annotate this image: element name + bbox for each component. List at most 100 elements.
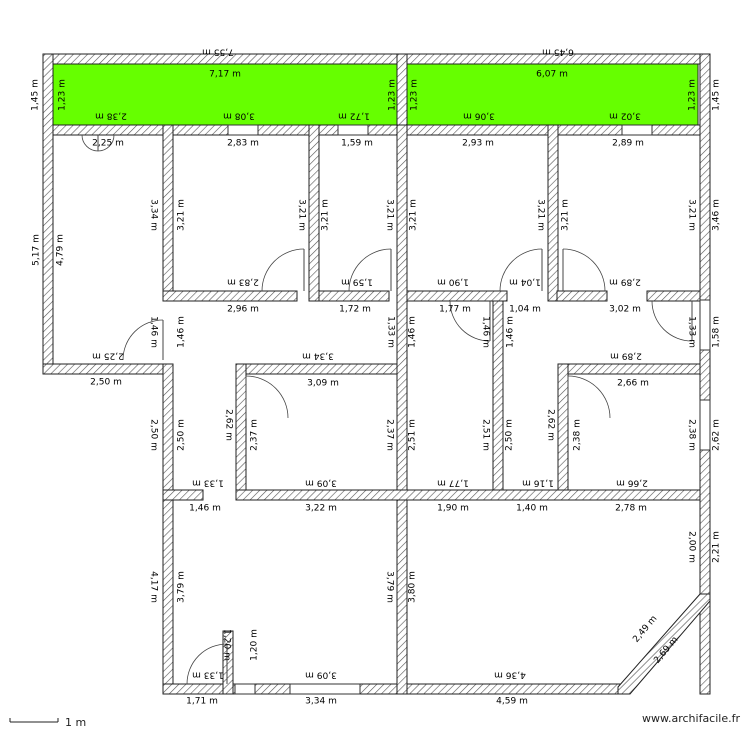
dimension-label: 2,83 m	[227, 277, 259, 287]
dimension-label: 1,71 m	[186, 697, 218, 707]
wall	[396, 124, 408, 695]
door-swing	[651, 300, 693, 342]
dimension-label: 1,77 m	[439, 305, 471, 315]
green-terrace-right	[406, 63, 699, 126]
dimension-label: 2,37 m	[250, 419, 260, 451]
wall	[557, 363, 569, 501]
dimension-label: 1,23 m	[58, 79, 68, 111]
dimension-label: 3,79 m	[177, 571, 187, 603]
door-swing	[449, 300, 491, 342]
wall	[556, 290, 608, 302]
dimension-label: 2,89 m	[609, 277, 641, 287]
wall	[492, 300, 504, 492]
dimension-label: 1,46 m	[189, 504, 221, 514]
dimension-label: 2,51 m	[408, 419, 418, 451]
window	[289, 683, 361, 695]
dimension-label: 1,33 m	[687, 316, 697, 348]
wall	[42, 363, 174, 375]
dimension-label: 2,37 m	[385, 419, 395, 451]
dimension-label: 2,66 m	[617, 379, 649, 389]
dimension-label: 2,51 m	[481, 419, 491, 451]
watermark: www.archifacile.fr	[642, 712, 740, 725]
dimension-label: 3,09 m	[305, 478, 337, 488]
dimension-label: 3,79 m	[385, 571, 395, 603]
dimension-label: 1,20 m	[250, 629, 260, 661]
dimension-label: 1,72 m	[339, 305, 371, 315]
door-swing	[97, 134, 115, 152]
dimension-label: 3,21 m	[536, 199, 546, 231]
dimension-label: 1,23 m	[688, 79, 698, 111]
dimension-label: 2,96 m	[227, 305, 259, 315]
window	[621, 124, 653, 136]
window	[337, 124, 369, 136]
dimension-label: 3,34 m	[305, 697, 337, 707]
dimension-label: 1,16 m	[522, 478, 554, 488]
dimension-label: 2,62 m	[712, 419, 722, 451]
dimension-label: 7,55 m	[202, 47, 234, 57]
dimension-label: 1,72 m	[338, 111, 370, 121]
window	[699, 299, 711, 351]
dimension-label: 1,45 m	[712, 79, 722, 111]
dimension-label: 1,04 m	[509, 305, 541, 315]
dimension-label: 3,09 m	[307, 379, 339, 389]
dimension-label: 4,59 m	[496, 697, 528, 707]
dimension-label: 1,46 m	[481, 316, 491, 348]
dimension-label: 3,02 m	[609, 111, 641, 121]
dimension-label: 1,90 m	[437, 504, 469, 514]
dimension-label: 4,36 m	[494, 670, 526, 680]
dimension-label: 2,38 m	[687, 419, 697, 451]
wall	[42, 53, 54, 375]
dimension-label: 3,34 m	[149, 199, 159, 231]
door-swing	[122, 319, 164, 361]
wall	[547, 124, 559, 302]
dimension-label: 3,21 m	[321, 199, 331, 231]
dimension-label: 1,46 m	[177, 316, 187, 348]
wall	[162, 363, 174, 695]
dimension-label: 1,46 m	[149, 316, 159, 348]
wall	[617, 593, 711, 695]
door-swing	[348, 248, 392, 292]
dimension-label: 1,59 m	[341, 139, 373, 149]
wall	[396, 53, 408, 137]
window	[227, 124, 259, 136]
dimension-label: 1,46 m	[408, 316, 418, 348]
dimension-label: 3,46 m	[712, 199, 722, 231]
dimension-label: 1,04 m	[509, 277, 541, 287]
wall	[557, 363, 701, 375]
dimension-label: 2,78 m	[615, 504, 647, 514]
dimension-label: 3,21 m	[687, 199, 697, 231]
dimension-label: 2,93 m	[462, 139, 494, 149]
windows	[227, 124, 711, 695]
dimension-label: 3,21 m	[385, 199, 395, 231]
dimension-label: 6,45 m	[542, 47, 574, 57]
wall	[222, 630, 234, 695]
wall	[235, 363, 247, 501]
dimension-label: 1,40 m	[516, 504, 548, 514]
door-swing	[499, 248, 543, 292]
wall	[42, 53, 711, 65]
dimension-label: 2,21 m	[712, 531, 722, 563]
door-swing	[81, 134, 99, 152]
door-swing	[562, 248, 606, 292]
dimension-label: 2,62 m	[546, 409, 556, 441]
walls	[42, 53, 711, 695]
dimension-label: 1,59 m	[341, 277, 373, 287]
dimension-label: 4,79 m	[56, 234, 66, 266]
wall	[52, 124, 701, 136]
dimension-label: 3,21 m	[177, 199, 187, 231]
dimension-label: 5,17 m	[32, 234, 42, 266]
wall	[318, 290, 390, 302]
dimension-label: 3,21 m	[409, 199, 419, 231]
dimension-label: 1,46 m	[506, 316, 516, 348]
wall	[646, 290, 701, 302]
door-swing	[245, 375, 289, 419]
dimension-label: 2,89 m	[612, 139, 644, 149]
dimension-label: 2,83 m	[227, 139, 259, 149]
dimension-label: 2,49 m	[631, 614, 659, 645]
dimension-label: 2,66 m	[616, 478, 648, 488]
door-swing	[186, 643, 228, 685]
dimension-label: 3,34 m	[302, 351, 334, 361]
dimension-label: 3,22 m	[305, 504, 337, 514]
dimension-label: 2,00 m	[687, 531, 697, 563]
